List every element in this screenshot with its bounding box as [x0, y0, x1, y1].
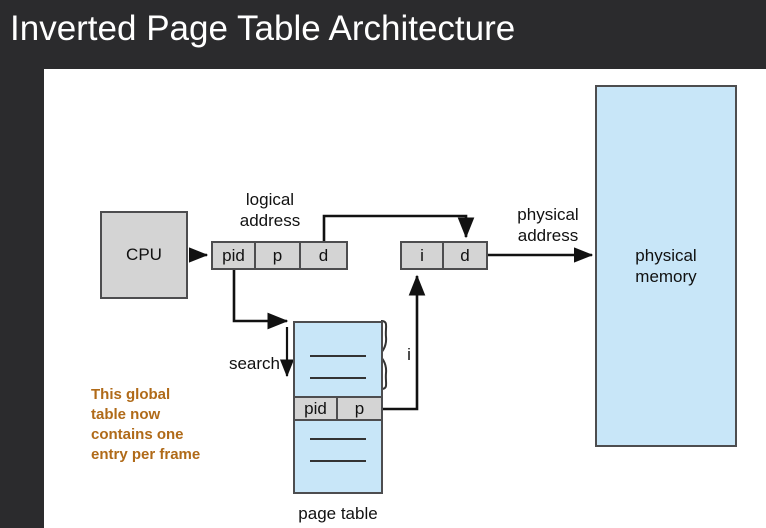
page-table-caption: page table: [298, 504, 378, 523]
annotation-text: This global table now contains one entry…: [91, 386, 201, 463]
diagram-connectors: [189, 214, 594, 411]
physical-address-caption: physical address: [517, 205, 579, 245]
search-label: search: [228, 354, 280, 373]
arrow-index-to-physical: [382, 274, 426, 411]
logical-address-cell-pid: pid: [211, 241, 256, 270]
arrow-offset-d-to-physical: [322, 214, 475, 241]
logical-address-cell-p: p: [254, 241, 301, 270]
diagram-canvas: CPU logical address pid p d i d physica: [44, 69, 766, 528]
physical-address-cell-d: d: [442, 241, 488, 270]
cpu-label: CPU: [126, 245, 162, 264]
physical-address-cell-i-label: i: [420, 245, 424, 265]
page-title: Inverted Page Table Architecture: [10, 9, 516, 48]
logical-address-cell-d-label: d: [318, 245, 329, 265]
page-table-entry-line: [310, 460, 366, 462]
page-table-entry-cell-pid-label: pid: [304, 398, 327, 418]
physical-address-cell-d-label: d: [460, 245, 470, 265]
physical-memory-box: physical memory: [595, 85, 737, 447]
page-table-entry-cell-p: p: [336, 396, 383, 421]
index-brace-label: i: [407, 345, 411, 364]
content-panel: CPU logical address pid p d i d physica: [44, 69, 766, 528]
logical-address-caption: logical address: [239, 190, 301, 230]
physical-address-cell-i: i: [400, 241, 444, 270]
page-table-entry-line: [310, 377, 366, 379]
page-table-entry-line: [310, 355, 366, 357]
cpu-box: CPU: [100, 211, 188, 299]
logical-address-cell-pid-label: pid: [222, 245, 245, 265]
page-table-entry-cell-pid: pid: [293, 396, 338, 421]
logical-address-cell-d: d: [299, 241, 348, 270]
page-table-entry-line: [310, 438, 366, 440]
arrow-pid-to-page-table: [232, 270, 289, 330]
logical-address-cell-p-label: p: [272, 245, 283, 265]
physical-memory-label: physical memory: [635, 246, 697, 286]
page-table-entry-cell-p-label: p: [354, 398, 365, 418]
